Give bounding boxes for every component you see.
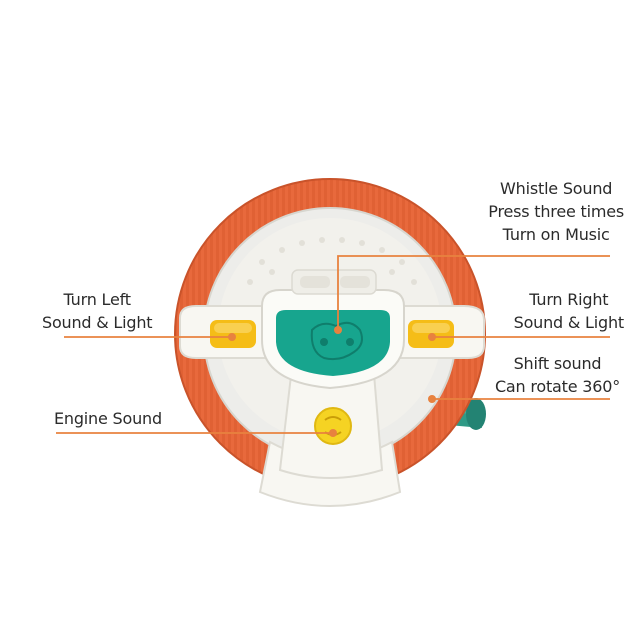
turn-right-pointer-dot — [428, 333, 436, 341]
turn-left-pointer-dot — [228, 333, 236, 341]
callout-dots — [228, 326, 436, 437]
shift-callout-line1: Shift sound — [513, 354, 602, 373]
turn-right-callout: Turn Right Sound & Light — [513, 288, 625, 334]
turn-left-callout-line2: Sound & Light — [42, 313, 153, 332]
whistle-callout-line2: Press three times — [488, 202, 624, 221]
shift-callout-line2: Can rotate 360° — [494, 377, 620, 396]
turn-left-callout: Turn Left Sound & Light — [42, 288, 153, 334]
whistle-callout: Whistle Sound Press three times Turn on … — [488, 177, 624, 246]
turn-right-callout-line2: Sound & Light — [513, 313, 625, 332]
turn-left-callout-line1: Turn Left — [63, 290, 132, 309]
callout-lines — [56, 255, 610, 434]
whistle-pointer-dot — [334, 326, 342, 334]
whistle-center-button[interactable] — [276, 310, 390, 376]
shift-callout: Shift sound Can rotate 360° — [495, 352, 620, 398]
engine-button[interactable] — [314, 407, 352, 445]
whistle-pointer-line — [337, 255, 610, 330]
shift-pointer-dot — [428, 395, 436, 403]
whistle-callout-line3: Turn on Music — [502, 225, 610, 244]
turn-right-callout-line1: Turn Right — [529, 290, 609, 309]
engine-pointer-dot — [329, 429, 337, 437]
engine-callout: Engine Sound — [54, 407, 162, 430]
whistle-callout-line1: Whistle Sound — [500, 179, 613, 198]
engine-callout-line1: Engine Sound — [54, 409, 162, 428]
